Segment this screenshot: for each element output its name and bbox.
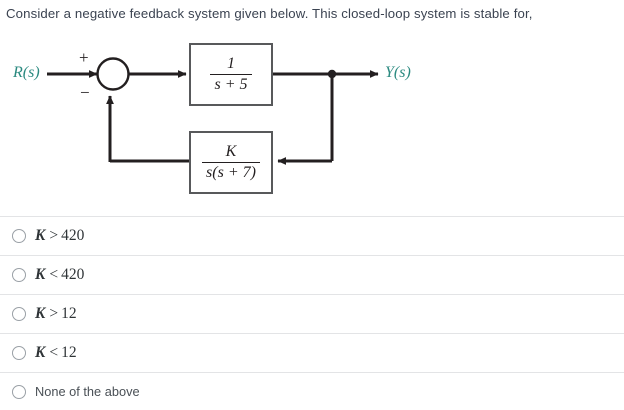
- answer-option-2[interactable]: K<420: [0, 255, 624, 294]
- answer-option-4[interactable]: K<12: [0, 333, 624, 372]
- answer-option-5-label: None of the above: [35, 384, 140, 399]
- radio-button-icon-5[interactable]: [12, 384, 26, 399]
- option-1-variable: K: [35, 227, 46, 244]
- output-signal-label: Y(s): [385, 64, 411, 81]
- radio-button-icon-2[interactable]: [12, 268, 26, 282]
- feedback-block-numerator: K: [225, 142, 237, 160]
- block-diagram-wires: [47, 57, 379, 165]
- answer-option-3-label: K>12: [35, 305, 77, 323]
- answer-option-5[interactable]: None of the above: [0, 372, 624, 410]
- radio-button-icon-1[interactable]: [12, 229, 26, 243]
- option-3-variable: K: [35, 305, 46, 322]
- forward-transfer-function-block: 1 s + 5: [189, 43, 273, 106]
- feedback-block-fraction-bar: [202, 161, 260, 164]
- answer-options-list: K>420 K<420 K>12 K<12 None of the above: [0, 216, 624, 410]
- answer-option-4-label: K<12: [35, 344, 77, 362]
- feedback-block-denominator: s(s + 7): [206, 164, 256, 182]
- forward-block-fraction-bar: [210, 73, 252, 76]
- summing-junction-circle: [96, 57, 130, 91]
- option-1-value: 420: [61, 227, 85, 244]
- option-2-value: 420: [61, 266, 85, 283]
- summing-junction-plus-sign: +: [79, 48, 89, 67]
- option-2-variable: K: [35, 266, 46, 283]
- radio-button-icon-4[interactable]: [12, 346, 26, 360]
- feedback-block-fraction: K s(s + 7): [202, 143, 260, 183]
- option-3-relation: >: [49, 305, 59, 322]
- summing-junction-minus-sign: −: [80, 83, 90, 102]
- radio-button-icon-3[interactable]: [12, 307, 26, 321]
- forward-block-fraction: 1 s + 5: [210, 54, 252, 95]
- option-2-relation: <: [49, 266, 59, 283]
- input-signal-label: R(s): [13, 64, 40, 81]
- forward-block-numerator: 1: [227, 54, 235, 72]
- block-diagram: R(s) Y(s) + − 1 s + 5 K s(s + 7): [0, 36, 430, 211]
- question-prompt: Consider a negative feedback system give…: [6, 6, 533, 21]
- option-4-value: 12: [61, 344, 77, 361]
- option-3-value: 12: [61, 305, 77, 322]
- answer-option-2-label: K<420: [35, 266, 84, 284]
- feedback-transfer-function-block: K s(s + 7): [189, 131, 273, 194]
- answer-option-3[interactable]: K>12: [0, 294, 624, 333]
- answer-option-1-label: K>420: [35, 227, 84, 245]
- answer-option-1[interactable]: K>420: [0, 216, 624, 255]
- option-1-relation: >: [49, 227, 59, 244]
- option-4-variable: K: [35, 344, 46, 361]
- forward-block-denominator: s + 5: [214, 76, 248, 94]
- output-junction-dot: [327, 69, 337, 79]
- option-4-relation: <: [49, 344, 59, 361]
